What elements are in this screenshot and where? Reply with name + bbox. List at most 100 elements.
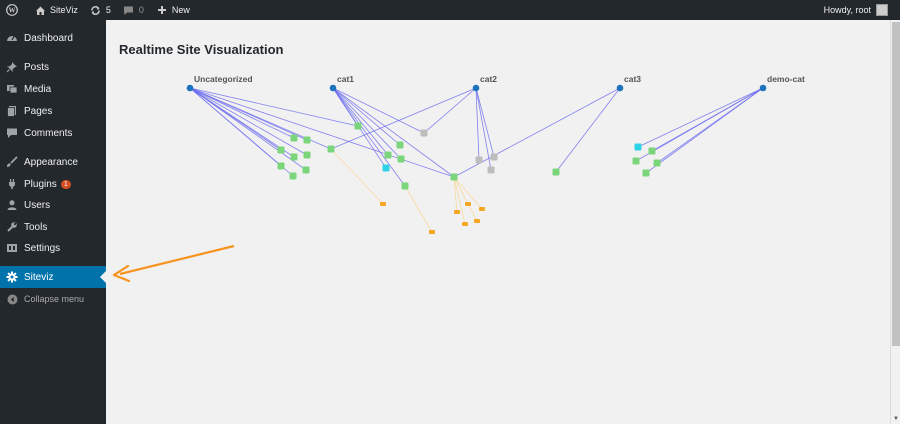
post-node <box>490 153 498 161</box>
post-node <box>634 143 642 151</box>
comment-edge <box>453 176 483 210</box>
post-node <box>290 153 298 161</box>
comment-edge <box>453 176 466 225</box>
comment-node <box>465 202 471 206</box>
category-node <box>759 84 767 92</box>
pin-icon <box>6 61 18 73</box>
post-node <box>397 155 405 163</box>
menu-item-label: Media <box>24 83 52 95</box>
category-node <box>186 84 194 92</box>
graph-edge <box>332 87 455 178</box>
post-node <box>648 147 656 155</box>
howdy-text: Howdy, root <box>823 5 871 15</box>
post-node <box>277 146 285 154</box>
wrench-icon <box>6 221 18 233</box>
scroll-down-arrow-icon[interactable]: ▼ <box>893 416 899 422</box>
graph-edge <box>475 87 480 161</box>
post-node <box>487 166 495 174</box>
collapse-menu-label: Collapse menu <box>24 294 85 304</box>
category-node <box>329 84 337 92</box>
plug-icon <box>6 178 18 190</box>
post-node <box>302 166 310 174</box>
menu-item-posts[interactable]: Posts <box>0 56 106 78</box>
menu-item-label: Posts <box>24 61 50 73</box>
updates-count: 5 <box>105 5 111 15</box>
menu-item-tools[interactable]: Tools <box>0 216 106 238</box>
menu-item-label: Users <box>24 199 51 211</box>
main-content: Realtime Site Visualization Uncategorize… <box>106 20 890 424</box>
svg-text:W: W <box>9 7 16 15</box>
graph-edge <box>332 87 425 134</box>
post-node <box>475 156 483 164</box>
graph-edge <box>189 87 295 158</box>
comments-count: 0 <box>138 5 144 15</box>
admin-bar: W SiteViz 5 0 New Howdy, root <box>0 0 900 20</box>
graph-edge <box>332 87 401 146</box>
menu-item-label: Appearance <box>24 156 78 168</box>
graph-edge <box>189 87 308 156</box>
graph-edge <box>189 87 295 139</box>
pages-icon <box>6 105 18 117</box>
my-account-link[interactable]: Howdy, root <box>818 0 900 20</box>
comment-node <box>429 230 435 234</box>
menu-item-appearance[interactable]: Appearance <box>0 151 106 173</box>
comment-node <box>479 207 485 211</box>
menu-item-siteviz[interactable]: Siteviz <box>0 266 106 288</box>
comment-node <box>454 210 460 214</box>
page-title: Realtime Site Visualization <box>119 42 284 57</box>
graph-edge <box>475 87 495 158</box>
post-node <box>277 162 285 170</box>
graph-edge <box>189 87 294 177</box>
wordpress-logo-button[interactable]: W <box>0 0 28 20</box>
scrollbar-thumb[interactable] <box>892 22 900 346</box>
menu-item-label: Settings <box>24 242 61 254</box>
refresh-icon <box>90 4 102 16</box>
post-node <box>382 164 390 172</box>
dashboard-icon <box>6 32 18 44</box>
category-label: demo-cat <box>767 74 805 84</box>
graph-edge <box>189 87 307 171</box>
graph-edge <box>453 87 621 178</box>
menu-item-label: Tools <box>24 221 48 233</box>
category-node <box>616 84 624 92</box>
scrollbar[interactable]: ▼ <box>890 20 900 424</box>
post-node <box>303 151 311 159</box>
menu-item-plugins[interactable]: Plugins 1 <box>0 173 106 195</box>
menu-item-pages[interactable]: Pages <box>0 100 106 122</box>
updates-link[interactable]: 5 <box>84 0 117 20</box>
menu-item-label: Dashboard <box>24 32 73 44</box>
media-icon <box>6 83 18 95</box>
post-node <box>653 159 661 167</box>
new-content-link[interactable]: New <box>150 0 196 20</box>
graph-edge <box>637 87 764 148</box>
plugins-update-badge: 1 <box>60 179 71 189</box>
category-node <box>472 84 480 92</box>
post-node <box>354 122 362 130</box>
post-node <box>420 129 428 137</box>
graph-edge <box>423 87 477 134</box>
menu-item-label: Siteviz <box>24 271 54 283</box>
menu-item-comments[interactable]: Comments <box>0 122 106 144</box>
site-name-link[interactable]: SiteViz <box>28 0 84 20</box>
menu-item-dashboard[interactable]: Dashboard <box>0 27 106 49</box>
comment-node <box>474 219 480 223</box>
comment-edge <box>330 148 384 205</box>
menu-item-media[interactable]: Media <box>0 78 106 100</box>
comment-edge <box>453 176 458 213</box>
comments-link[interactable]: 0 <box>117 0 150 20</box>
menu-item-settings[interactable]: Settings <box>0 237 106 259</box>
graph-edge <box>330 87 477 150</box>
collapse-menu-button[interactable]: Collapse menu <box>0 288 106 310</box>
site-name-label: SiteViz <box>50 5 78 15</box>
post-node <box>327 145 335 153</box>
comment-edge <box>453 176 478 222</box>
menu-item-users[interactable]: Users <box>0 194 106 216</box>
menu-item-label: Comments <box>24 127 73 139</box>
category-label: cat2 <box>480 74 497 84</box>
menu-item-label: Plugins <box>24 178 57 190</box>
post-node <box>384 151 392 159</box>
graph-edge <box>332 87 389 156</box>
user-icon <box>6 199 18 211</box>
post-node <box>303 136 311 144</box>
post-node <box>450 173 458 181</box>
